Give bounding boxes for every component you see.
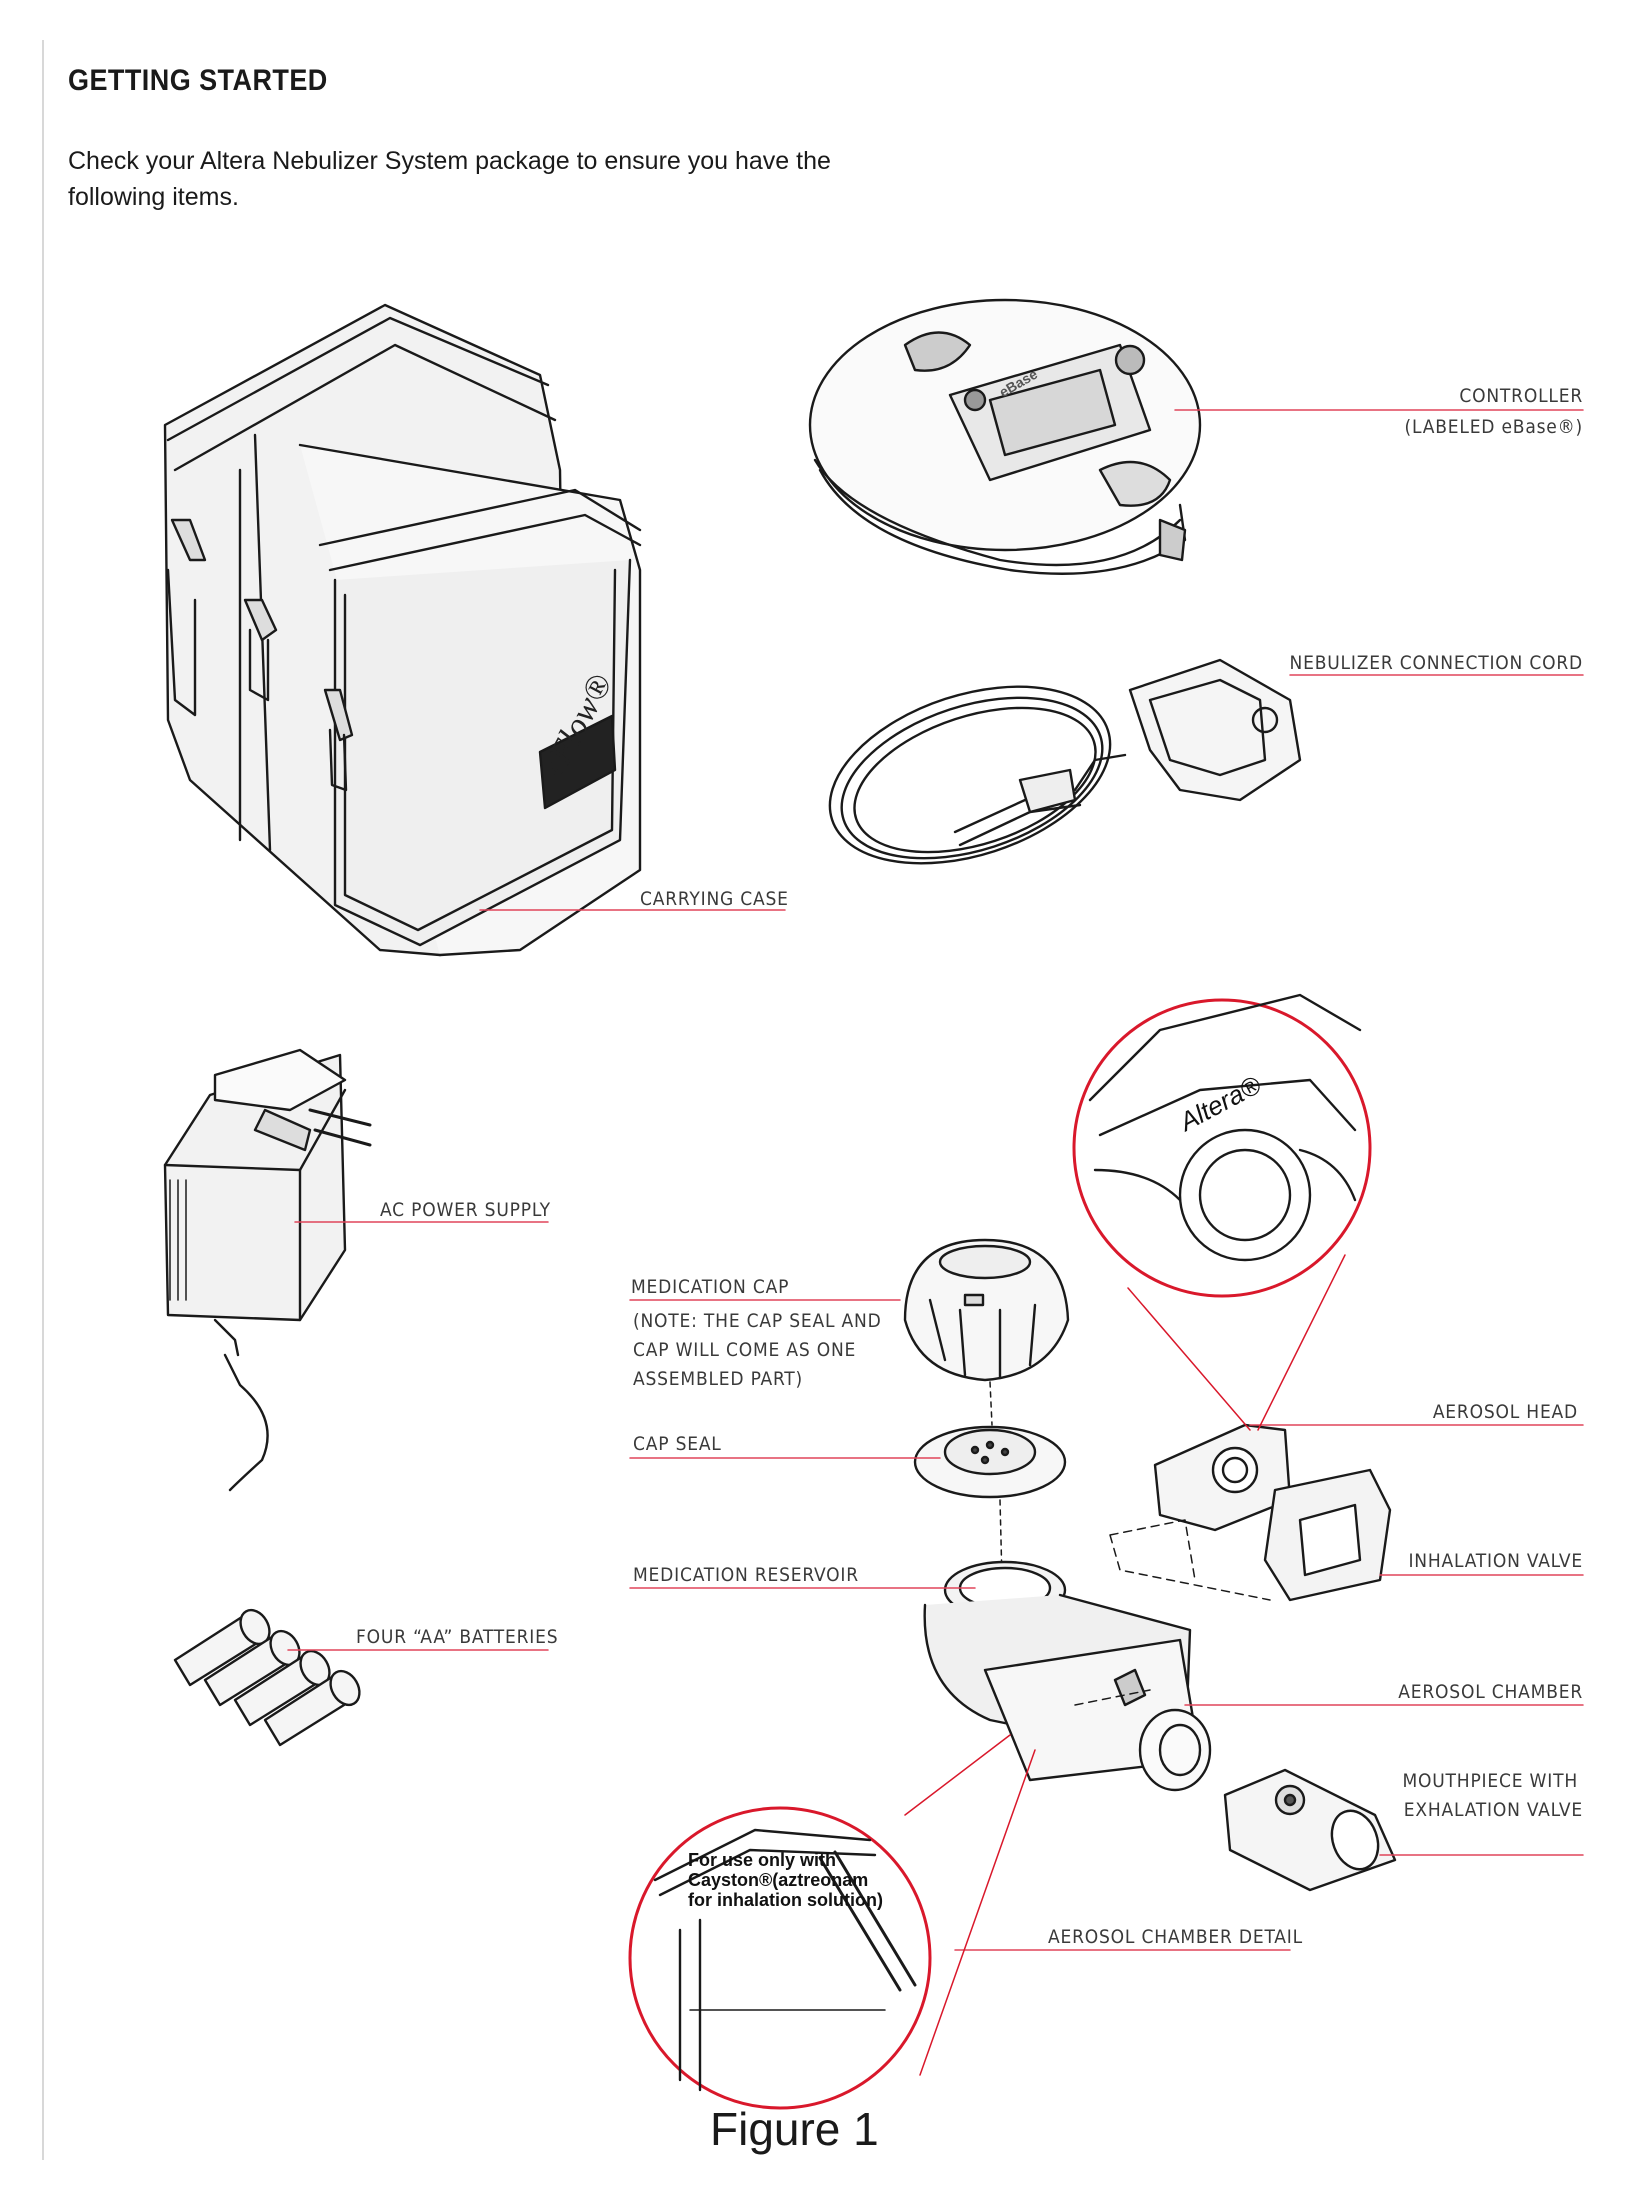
label-controller: CONTROLLER [1459,385,1583,407]
detail-line-3: for inhalation solution) [688,1890,883,1910]
intro-paragraph: Check your Altera Nebulizer System packa… [68,147,831,211]
label-mouthpiece-1: MOUTHPIECE WITH [1402,1770,1578,1792]
note-line-2: CAP WILL COME AS ONE [633,1339,857,1361]
label-mouthpiece-2: EXHALATION VALVE [1403,1799,1583,1821]
medication-cap-illustration [903,1238,1070,1382]
aerosol-head-detail-circle [1072,993,1372,1431]
label-nebulizer-cord: NEBULIZER CONNECTION CORD [1289,652,1583,674]
inhalation-valve-illustration [1263,1468,1392,1602]
label-carrying-case: CARRYING CASE [640,888,789,910]
aerosol-chamber-illustration [923,1560,1212,1792]
label-medication-reservoir: MEDICATION RESERVOIR [633,1564,859,1586]
aerosol-head-illustration [1153,1423,1292,1532]
margin-rule [42,40,44,2160]
detail-line-1: For use only with [688,1850,837,1870]
mouthpiece-illustration [1223,1768,1397,1892]
page-heading: GETTING STARTED [68,64,328,97]
figure-caption: Figure 1 [710,2103,879,2155]
leader-lines [287,409,1584,1951]
note-line-3: ASSEMBLED PART) [633,1368,803,1390]
carrying-case-illustration [163,303,642,957]
cord-illustration [828,658,1302,865]
label-ac-power: AC POWER SUPPLY [380,1199,551,1221]
chamber-detail-text: For use only with Cayston®(aztreonam for… [688,1850,883,1910]
detail-line-2: Cayston®(aztreonam [688,1870,869,1890]
ac-power-illustration [163,1048,372,1492]
batteries-illustration [173,1608,361,1747]
label-medication-cap: MEDICATION CAP [631,1276,790,1298]
chamber-detail-circle [628,1734,1036,2110]
controller-illustration [808,298,1202,575]
label-aerosol-head: AEROSOL HEAD [1432,1401,1578,1423]
cap-seal-illustration [913,1425,1067,1499]
label-cap-seal: CAP SEAL [633,1433,722,1455]
label-aerosol-chamber: AEROSOL CHAMBER [1398,1681,1583,1703]
medication-cap-note: (NOTE: THE CAP SEAL AND CAP WILL COME AS… [633,1307,882,1394]
label-batteries: FOUR “AA” BATTERIES [356,1626,559,1648]
note-line-1: (NOTE: THE CAP SEAL AND [633,1310,882,1332]
label-chamber-detail: AEROSOL CHAMBER DETAIL [1048,1926,1303,1948]
label-controller-sub: (LABELED eBase®) [1404,416,1583,438]
label-inhalation-valve: INHALATION VALVE [1408,1550,1583,1572]
